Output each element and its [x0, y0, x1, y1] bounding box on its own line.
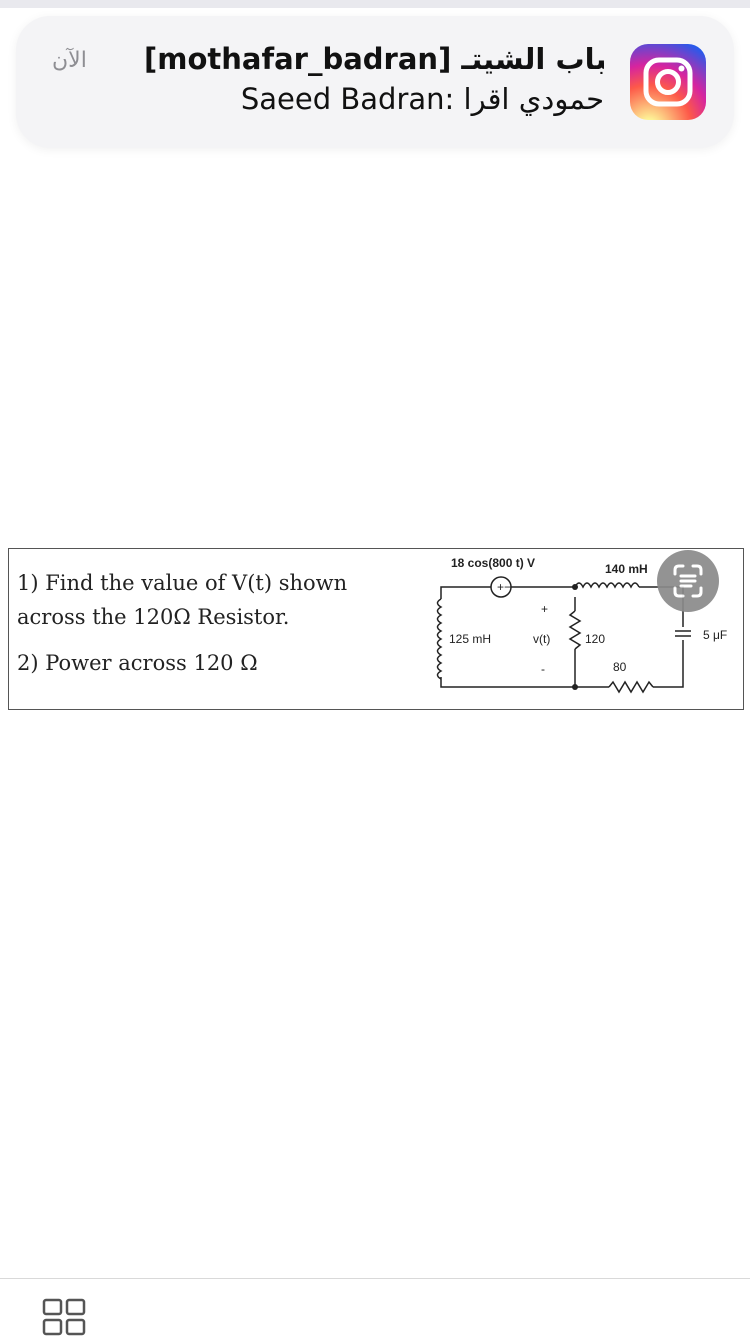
- resistor-120-label: 120: [585, 632, 605, 646]
- capacitor-label: 5 μF: [703, 628, 727, 642]
- source-polarity: +−: [497, 580, 511, 594]
- resistor-80-label: 80: [613, 660, 627, 674]
- circuit-diagram: +− 18 cos(800 t) V 140 mH 125 mH + v(t) …: [436, 556, 727, 694]
- notification-body: Saeed Badran: حمودي اقرا: [240, 82, 604, 116]
- toolbar-divider: [0, 1278, 750, 1279]
- inductor-140mh-label: 140 mH: [605, 562, 648, 576]
- resistor-80: [608, 680, 654, 694]
- status-strip: [0, 0, 750, 8]
- text-scan-button[interactable]: [657, 550, 719, 612]
- text-scan-icon: [673, 564, 703, 598]
- notification-time: الآن: [52, 48, 87, 73]
- vt-label: v(t): [533, 632, 550, 646]
- source-label: 18 cos(800 t) V: [451, 556, 535, 570]
- problem-panel: 1) Find the value of V(t) shown across t…: [8, 548, 744, 710]
- notification-banner[interactable]: الآن [mothafar_badran] شباب الشيتـ... Sa…: [16, 16, 734, 148]
- question-2: 2) Power across 120 Ω: [17, 651, 258, 675]
- vt-plus: +: [541, 602, 548, 616]
- notification-title: [mothafar_badran] شباب الشيتـ...: [144, 42, 604, 76]
- inductor-140mh: [574, 582, 640, 589]
- inductor-125mh: [436, 598, 443, 680]
- resistor-120: [568, 610, 582, 650]
- question-1-line-1: 1) Find the value of V(t) shown: [17, 571, 348, 595]
- vt-minus: -: [541, 662, 545, 676]
- inductor-125mh-label: 125 mH: [449, 632, 491, 646]
- question-1-line-2: across the 120Ω Resistor.: [17, 605, 290, 629]
- grid-icon[interactable]: [42, 1298, 88, 1338]
- instagram-icon: [630, 44, 706, 120]
